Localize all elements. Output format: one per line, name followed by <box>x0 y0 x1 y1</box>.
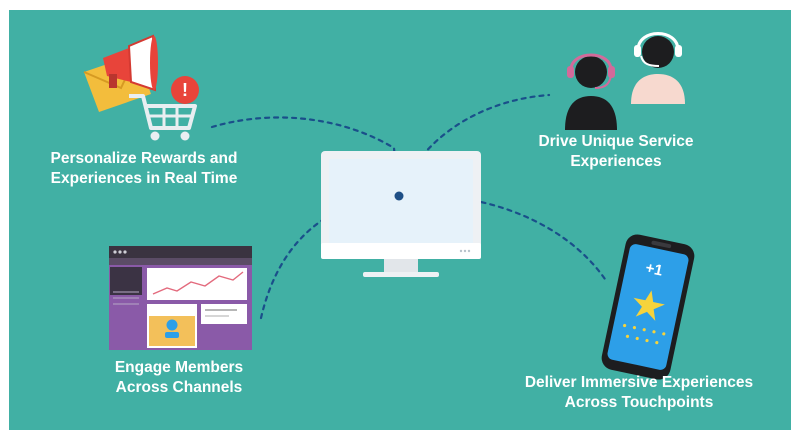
cart-icon <box>129 94 197 141</box>
connector-personalize <box>210 116 400 197</box>
feature-label-deliver-line1: Deliver Immersive Experiences <box>524 374 754 391</box>
feature-label-service-line2: Experiences <box>570 153 662 170</box>
agent-front-icon <box>565 53 617 130</box>
alert-glyph: ! <box>182 80 188 100</box>
connector-deliver <box>399 194 609 284</box>
support-agents-headset-icon <box>565 32 685 130</box>
alert-icon <box>171 76 199 104</box>
hub-dot <box>394 191 404 201</box>
feature-label-service-line1: Drive Unique Service <box>538 133 694 150</box>
email-megaphone-cart-alert-icon <box>83 34 199 141</box>
feature-label-personalize: Personalize Rewards and Experiences in R… <box>24 149 264 189</box>
feature-label-engage: Engage Members Across Channels <box>89 358 269 398</box>
monitor-neck <box>384 259 418 273</box>
phone-star-reward-icon <box>601 234 695 380</box>
dashboard-sidebar <box>110 267 142 295</box>
monitor-chin <box>321 243 481 259</box>
agent-back-icon <box>631 32 685 104</box>
diagram-panel: ! <box>9 10 791 430</box>
feature-label-service: Drive Unique Service Experiences <box>526 132 706 172</box>
dashboard-info-card <box>201 304 247 324</box>
dashboard-window-icon <box>109 246 252 350</box>
desktop-monitor-icon <box>321 151 481 277</box>
feature-label-personalize-line1: Personalize Rewards and <box>50 150 238 167</box>
dashboard-titlebar <box>109 246 252 258</box>
feature-label-engage-line2: Across Channels <box>115 379 243 396</box>
megaphone-icon <box>103 34 158 92</box>
feature-label-personalize-line2: Experiences in Real Time <box>50 170 238 187</box>
monitor-base <box>363 272 439 277</box>
feature-label-deliver-line2: Across Touchpoints <box>564 394 714 411</box>
feature-label-engage-line1: Engage Members <box>114 359 244 376</box>
star-icon <box>633 290 665 321</box>
feature-label-deliver: Deliver Immersive Experiences Across Tou… <box>499 373 779 413</box>
monitor-screen <box>329 159 473 243</box>
